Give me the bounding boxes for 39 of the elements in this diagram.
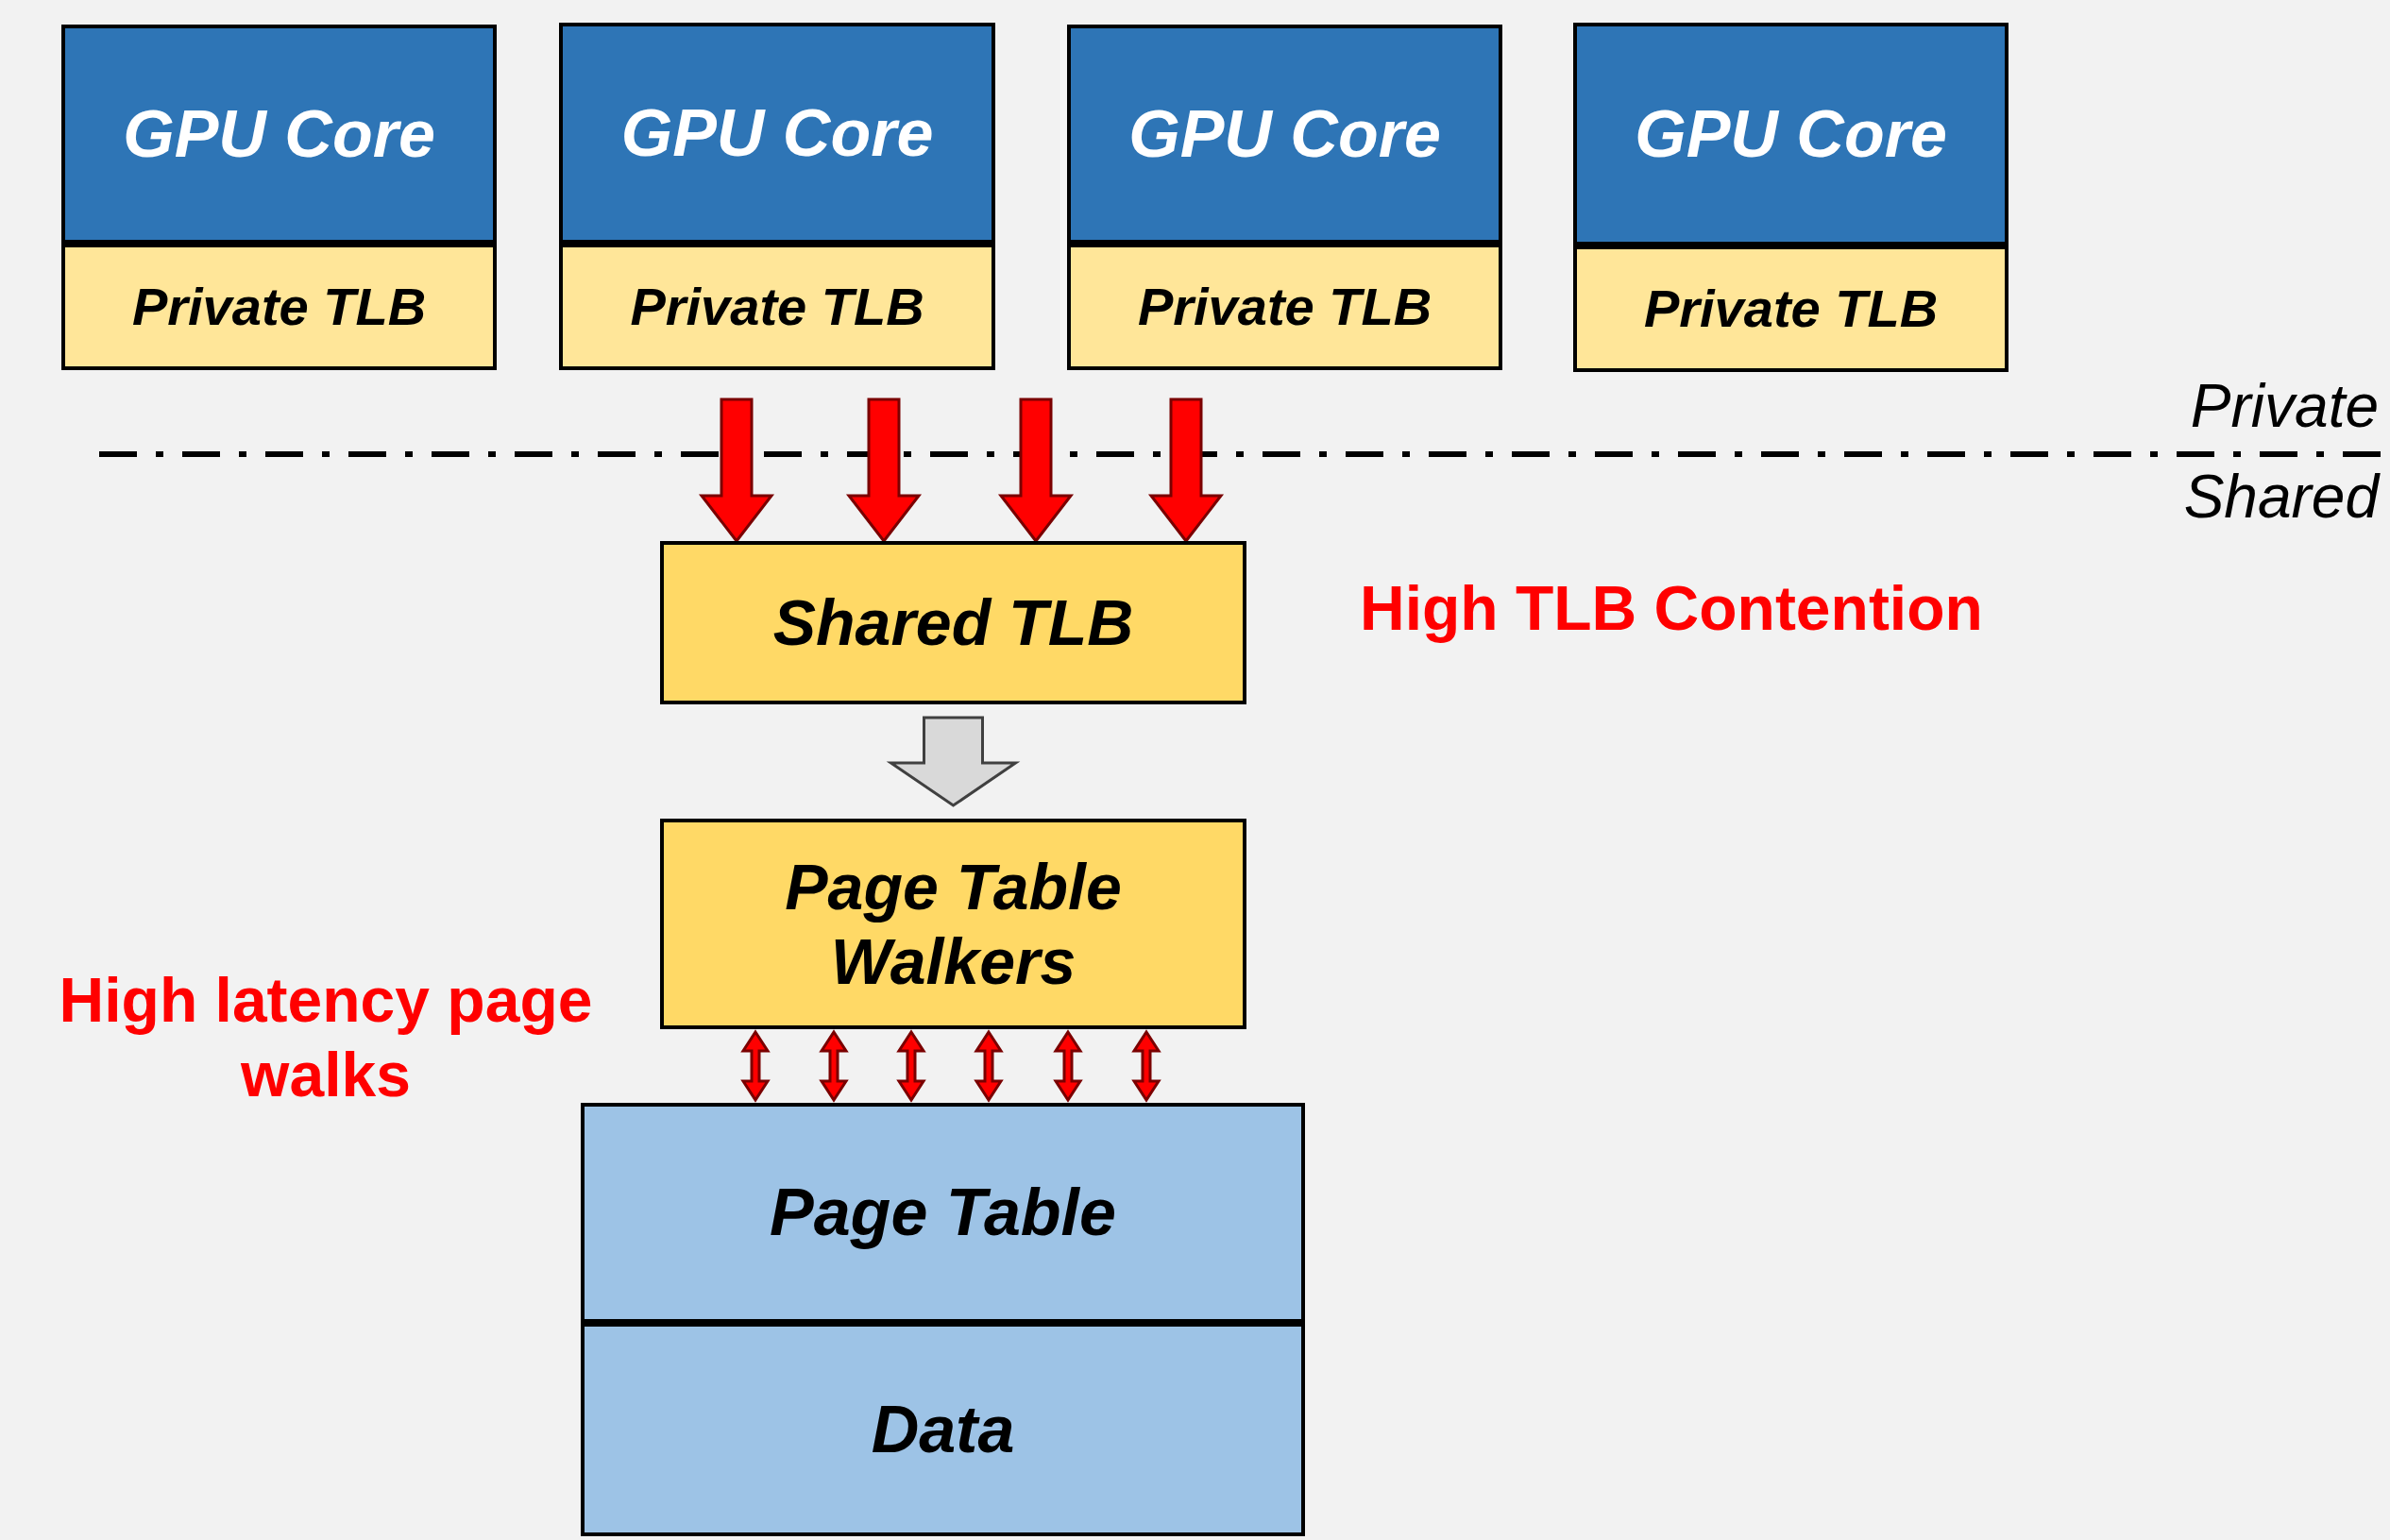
arrow bbox=[1131, 1029, 1161, 1103]
box-label: Page Table Walkers bbox=[784, 850, 1123, 998]
box-label: Data bbox=[870, 1391, 1016, 1468]
annotation-text: High latency page walks bbox=[58, 964, 594, 1112]
level-label: Private bbox=[2189, 371, 2379, 442]
private-tlb-box bbox=[1067, 244, 1502, 370]
box-label: GPU Core bbox=[619, 94, 935, 172]
arrow bbox=[845, 398, 923, 544]
private-tlb-box bbox=[1573, 245, 2009, 372]
annotation-text: High TLB Contention bbox=[1360, 572, 1984, 645]
private-tlb-box bbox=[559, 244, 995, 370]
data-box bbox=[581, 1323, 1305, 1536]
shared-tlb-box bbox=[660, 541, 1246, 704]
box-label: Private TLB bbox=[629, 276, 925, 338]
arrow bbox=[974, 1029, 1004, 1103]
box-label: Shared TLB bbox=[771, 585, 1135, 660]
arrow bbox=[698, 398, 775, 544]
gpu-core-box bbox=[1067, 25, 1502, 244]
private-tlb-box bbox=[61, 244, 497, 370]
page-table-box bbox=[581, 1103, 1305, 1323]
arrow bbox=[886, 716, 1021, 807]
arrow bbox=[896, 1029, 926, 1103]
box-label: GPU Core bbox=[122, 95, 436, 173]
arrow bbox=[819, 1029, 849, 1103]
box-label: Private TLB bbox=[1642, 278, 1940, 340]
box-label: Private TLB bbox=[130, 276, 428, 338]
arrow bbox=[1053, 1029, 1083, 1103]
gpu-core-box bbox=[1573, 23, 2009, 245]
arrow bbox=[1147, 398, 1225, 544]
gpu-core-box bbox=[559, 23, 995, 244]
level-label: Shared bbox=[2182, 462, 2379, 533]
box-label: GPU Core bbox=[1634, 95, 1948, 173]
gpu-core-box bbox=[61, 25, 497, 244]
arrow bbox=[997, 398, 1075, 544]
arrow bbox=[740, 1029, 771, 1103]
box-label: GPU Core bbox=[1127, 95, 1442, 173]
box-label: Page Table bbox=[769, 1175, 1117, 1251]
page-table-walkers-box bbox=[660, 819, 1246, 1029]
box-label: Private TLB bbox=[1136, 276, 1433, 338]
